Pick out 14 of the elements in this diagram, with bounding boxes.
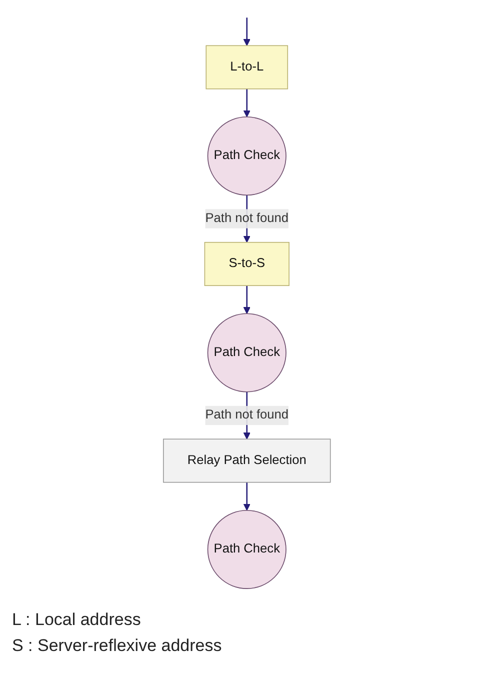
node-box: S-to-S xyxy=(204,242,290,286)
arrow xyxy=(242,482,250,511)
node-circle: Path Check xyxy=(206,510,286,589)
node-circle: Path Check xyxy=(206,313,286,392)
arrow xyxy=(242,18,250,46)
edge-label: Path not found xyxy=(204,212,288,226)
node-box: Relay Path Selection xyxy=(162,438,330,483)
arrow xyxy=(242,286,250,314)
legend-note: S : Server-reflexive address xyxy=(12,636,223,656)
node-box: L-to-L xyxy=(205,45,288,90)
legend-note: L : Local address xyxy=(12,610,142,630)
node-circle: Path Check xyxy=(206,116,286,196)
edge-label: Path not found xyxy=(204,408,288,422)
arrow xyxy=(242,88,250,118)
